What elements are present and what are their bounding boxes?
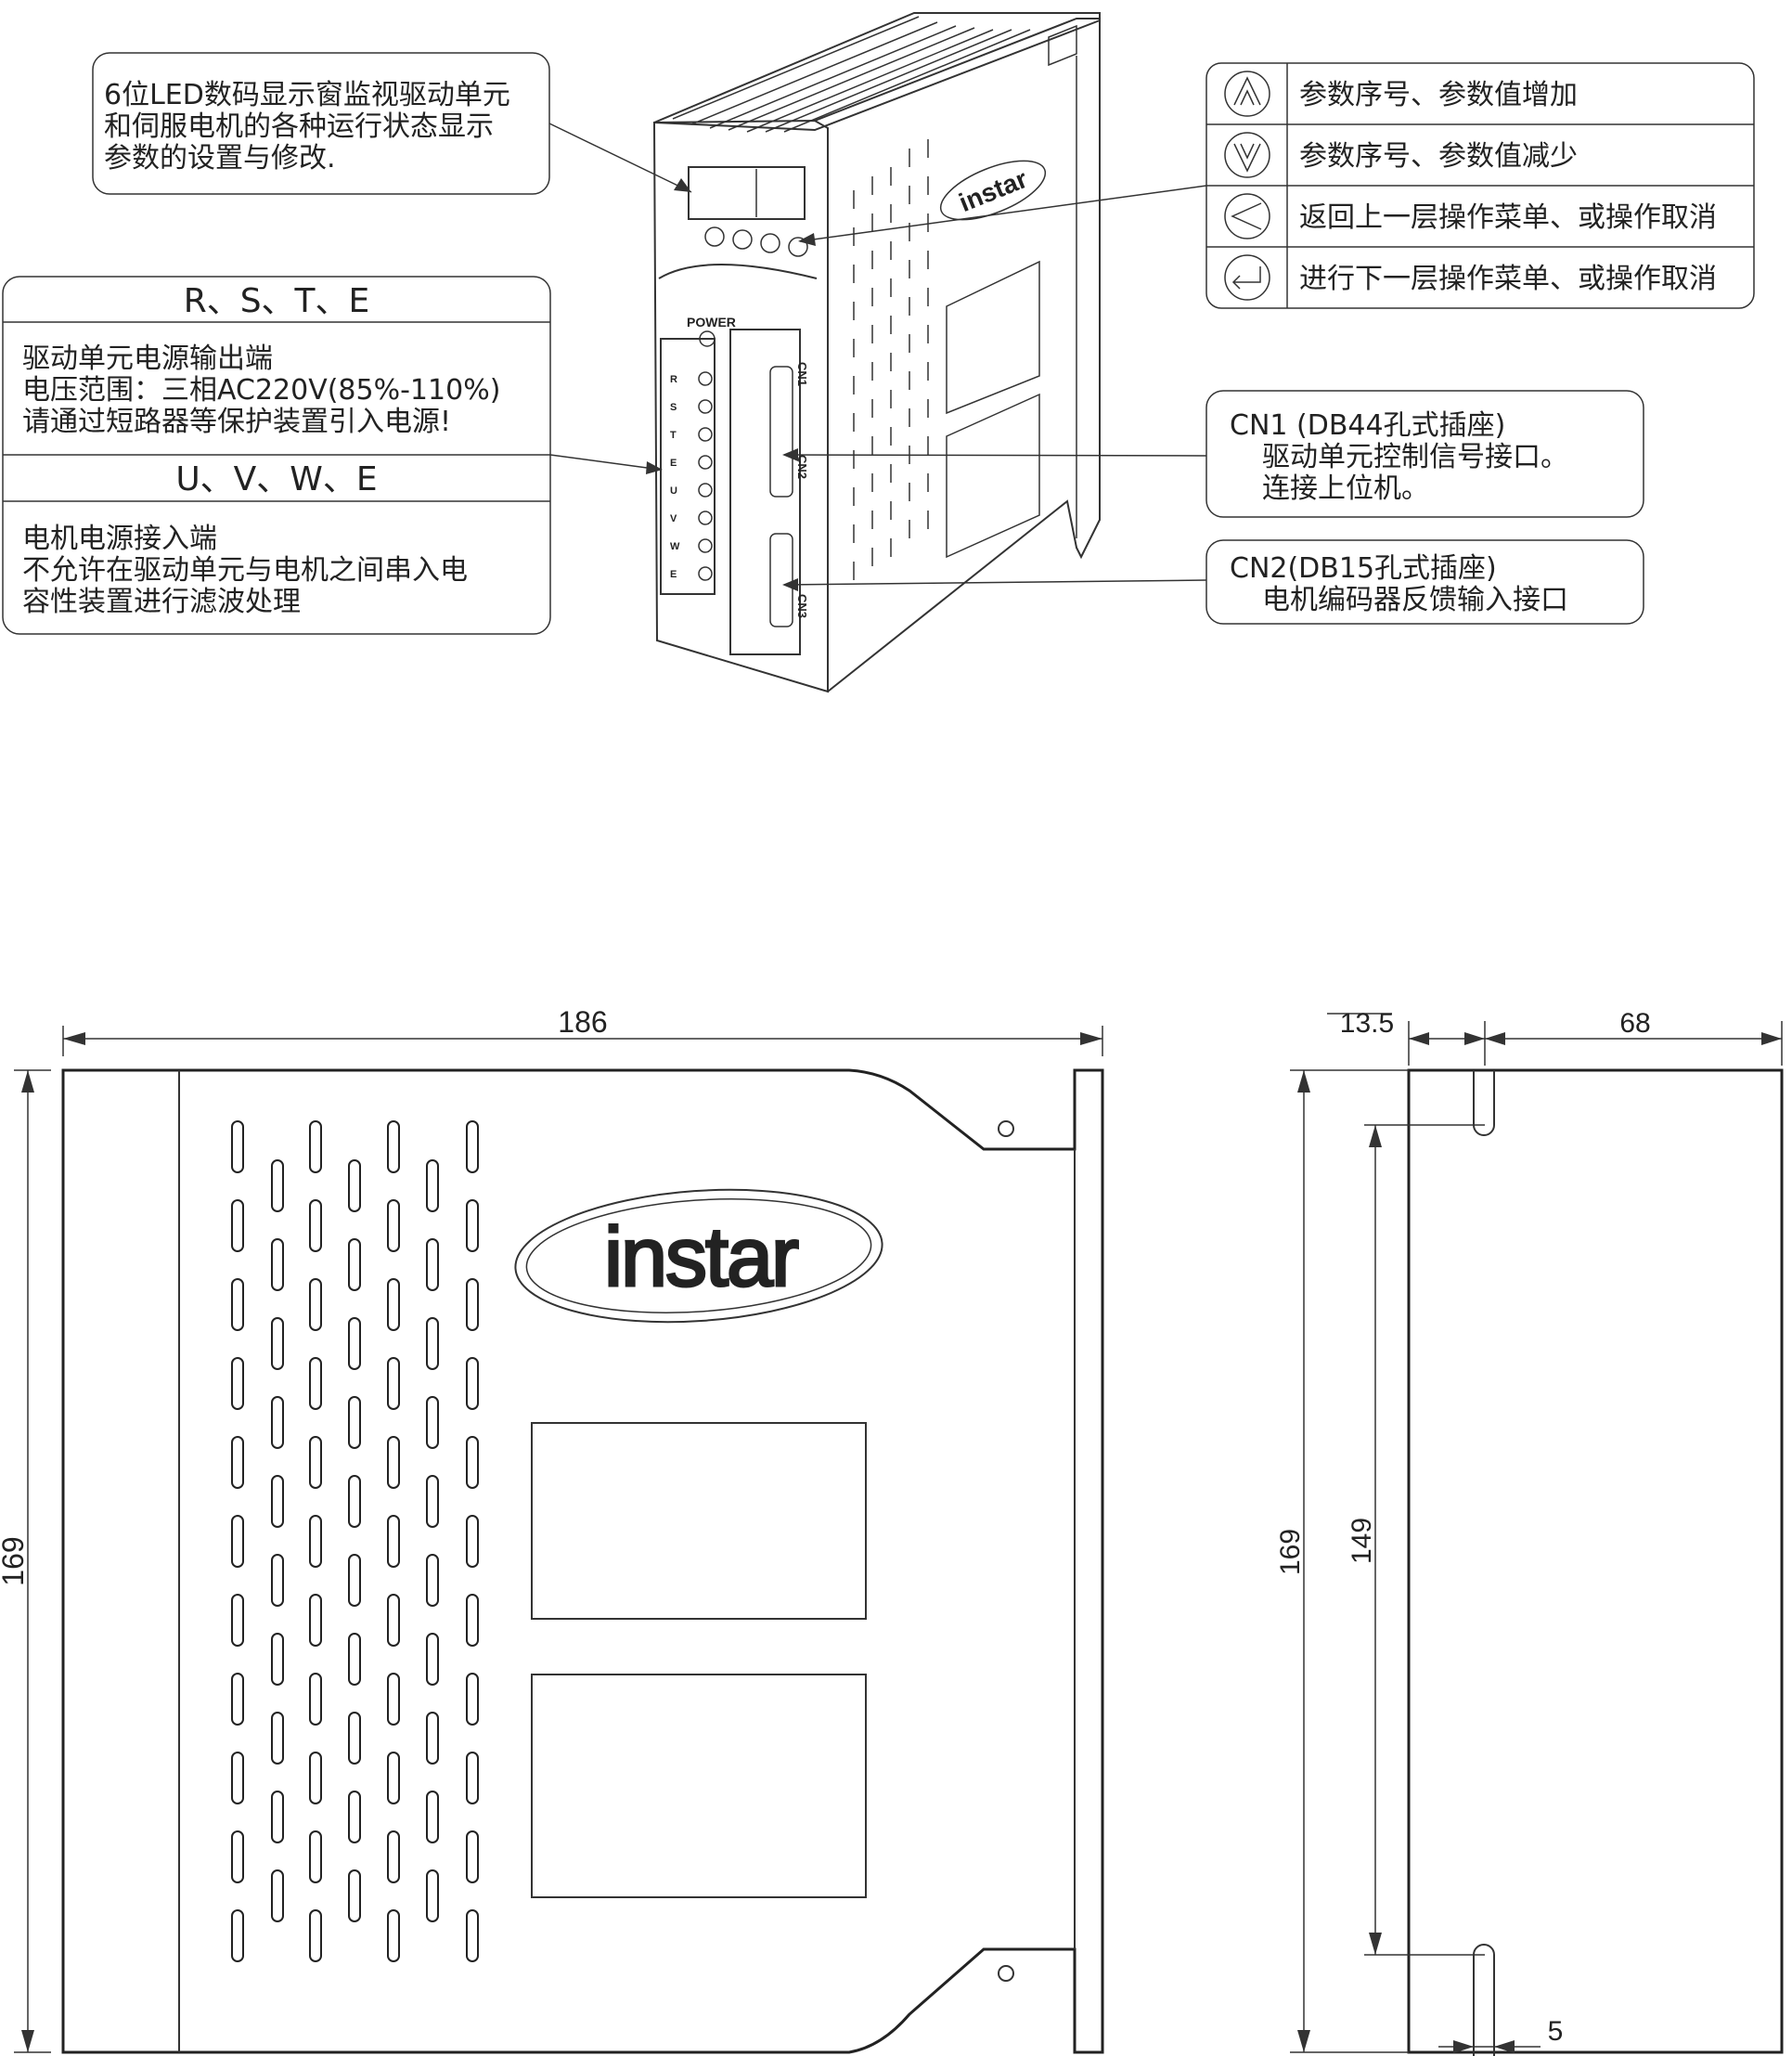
terminal-label-3: T xyxy=(670,430,677,441)
vent-slots xyxy=(231,1120,479,1962)
callout-display-line-1: 6位LED数码显示窗监视驱动单元 xyxy=(104,79,510,111)
callout-cn2: CN2(DB15孔式插座) 电机编码器反馈输入接口 xyxy=(1205,539,1644,625)
leader-line-keys xyxy=(799,185,1207,242)
callout-cn1-line-3: 连接上位机。 xyxy=(1262,472,1429,505)
callout-cn2-line-1: CN2(DB15孔式插座) xyxy=(1230,552,1497,585)
up-arrow-icon xyxy=(1224,71,1270,117)
device-top-face xyxy=(653,12,1101,132)
terminal-label-7: W xyxy=(670,541,680,552)
dimension-offset-label: 13.5 xyxy=(1340,1008,1394,1039)
front-key-back xyxy=(760,233,780,253)
label-area-upper xyxy=(531,1422,867,1620)
terminal-label-4: E xyxy=(670,458,677,469)
callout-uvwe-header: U、V、W、E xyxy=(175,460,377,498)
front-key-down xyxy=(732,229,753,250)
leader-arrow-cn2 xyxy=(782,578,798,591)
terminal-label-6: V xyxy=(670,513,677,524)
callout-cn1-line-1: CN1 (DB44孔式插座) xyxy=(1230,409,1505,442)
cn1-label: CN1 xyxy=(795,362,809,386)
callout-cn1-line-2: 驱动单元控制信号接口。 xyxy=(1262,441,1568,473)
callout-cn2-line-2: 电机编码器反馈输入接口 xyxy=(1262,584,1568,616)
side-brand-text: instar xyxy=(955,164,1031,217)
callout-rste-line-1: 驱动单元电源输出端 xyxy=(22,343,273,375)
back-view-drawing: 13.5 68 169 149 5 xyxy=(1275,1008,1784,2056)
leader-line-display xyxy=(548,123,692,193)
key-label-up: 参数序号、参数值增加 xyxy=(1299,79,1578,111)
mount-hole-lower xyxy=(998,1965,1014,1982)
dimension-height-right-label: 169 xyxy=(1275,1529,1306,1575)
callout-rste-header: R、S、T、E xyxy=(184,282,370,320)
callout-uvwe-line-2: 不允许在驱动单元与电机之间串入电 xyxy=(22,554,468,587)
callout-rste-line-3: 请通过短路器等保护装置引入电源! xyxy=(22,406,451,438)
side-label-upper xyxy=(946,260,1040,415)
cn2-label: CN2 xyxy=(795,455,809,479)
dimension-hole-spacing-label: 149 xyxy=(1347,1518,1377,1564)
cn3-label: CN3 xyxy=(795,594,809,618)
callout-uvwe-line-1: 电机电源接入端 xyxy=(22,523,217,555)
connector-bay xyxy=(729,329,801,655)
enter-key-icon xyxy=(1224,254,1270,301)
side-brand-logo: instar xyxy=(939,160,1047,221)
front-panel-curve xyxy=(658,264,818,279)
callout-uvwe-line-3: 容性装置进行滤波处理 xyxy=(22,586,301,618)
device-isometric: POWER R S T E U V W E CN1 CN2 xyxy=(652,12,1101,693)
front-brand-logo: instar xyxy=(514,1188,883,1324)
device-front-face xyxy=(652,119,829,693)
front-view-outline xyxy=(61,1068,1104,2054)
terminal-labels: R S T E U V W E xyxy=(670,374,680,580)
mount-hole-upper xyxy=(998,1120,1014,1137)
leader-arrow-display xyxy=(674,178,691,192)
back-view-outline xyxy=(1407,1068,1784,2054)
callout-display: 6位LED数码显示窗监视驱动单元 和伺服电机的各种运行状态显示 参数的设置与修改… xyxy=(92,52,550,195)
mounting-slot-lower xyxy=(1473,1944,1495,2056)
key-label-enter: 进行下一层操作菜单、或操作取消 xyxy=(1299,263,1717,295)
callout-display-line-3: 参数的设置与修改. xyxy=(104,142,336,175)
dimension-height-label: 169 xyxy=(0,1536,30,1585)
leader-arrow-keys xyxy=(798,233,816,246)
device-side-face xyxy=(814,18,1101,692)
callout-rste-line-2: 电压范围：三相AC220V(85%-110%) xyxy=(22,374,500,407)
cn3-connector xyxy=(769,533,793,627)
callout-cn1: CN1 (DB44孔式插座) 驱动单元控制信号接口。 连接上位机。 xyxy=(1205,390,1644,518)
led-display xyxy=(688,166,806,220)
key-label-back: 返回上一层操作菜单、或操作取消 xyxy=(1299,201,1717,234)
leader-line-cn1 xyxy=(783,454,1207,457)
terminal-label-1: R xyxy=(670,374,677,385)
callout-display-line-2: 和伺服电机的各种运行状态显示 xyxy=(104,110,494,143)
dimension-slot-label: 5 xyxy=(1548,2016,1564,2047)
dimension-width-label: 186 xyxy=(558,1005,607,1039)
front-key-enter xyxy=(788,237,808,257)
back-arrow-icon xyxy=(1224,193,1270,239)
terminal-label-2: S xyxy=(670,402,677,413)
leader-line-cn2 xyxy=(783,579,1207,586)
cn2-connector xyxy=(769,366,793,498)
callout-power-terminals: R、S、T、E 驱动单元电源输出端 电压范围：三相AC220V(85%-110%… xyxy=(2,276,551,635)
dimension-depth-label: 68 xyxy=(1619,1008,1650,1039)
leader-line-terminals xyxy=(549,454,662,471)
terminal-screws xyxy=(698,371,713,581)
leader-arrow-cn1 xyxy=(782,448,798,461)
side-vents xyxy=(853,139,929,580)
side-view-drawing: 186 169 instar xyxy=(0,1005,1104,2054)
side-label-lower xyxy=(946,393,1040,559)
down-arrow-icon xyxy=(1224,132,1270,178)
mounting-slot-top xyxy=(1048,24,1077,67)
power-label: POWER xyxy=(687,315,736,330)
mounting-slot-upper xyxy=(1473,1070,1495,1136)
heatsink-fins xyxy=(672,16,1031,133)
key-label-down: 参数序号、参数值减少 xyxy=(1299,140,1578,173)
label-area-lower xyxy=(531,1674,867,1898)
terminal-label-8: E xyxy=(670,569,677,580)
key-table: 参数序号、参数值增加 参数序号、参数值减少 返回上一层操作菜单、或操作取消 进行… xyxy=(1205,62,1755,309)
terminal-label-5: U xyxy=(670,485,677,497)
front-key-up xyxy=(704,226,725,247)
terminal-block xyxy=(660,338,716,595)
leader-arrow-terminals xyxy=(646,461,663,474)
front-brand-text: instar xyxy=(604,1211,798,1304)
